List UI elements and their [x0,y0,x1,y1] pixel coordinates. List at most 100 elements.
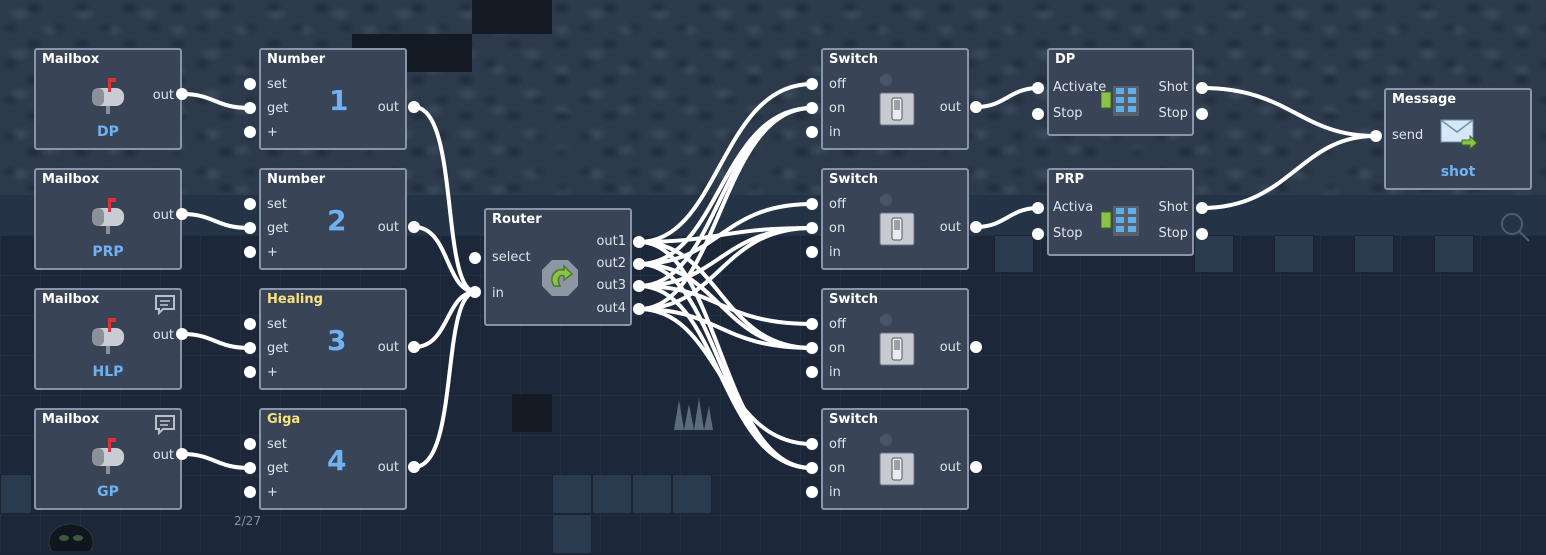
number-plus-port[interactable] [244,486,256,498]
router-select-port[interactable] [469,252,481,264]
number-out-port[interactable] [408,461,420,473]
message-send-port[interactable] [1370,130,1382,142]
number-set-port[interactable] [244,438,256,450]
move-shot-port[interactable] [1196,82,1208,94]
node-title: Mailbox [42,52,100,67]
floor-tile [672,474,712,514]
switch-in-port[interactable] [806,126,818,138]
node-title: Switch [829,172,879,187]
message-node[interactable]: Message send shot [1384,88,1532,190]
port-label-stop: Stop [1053,106,1083,121]
toggle-switch-icon[interactable] [879,212,915,250]
switch-out-port[interactable] [970,461,982,473]
number-set-port[interactable] [244,318,256,330]
move-stop-port[interactable] [1032,228,1044,240]
router-out2-port[interactable] [633,258,645,270]
floor-tile [0,474,32,514]
switch-in-port[interactable] [806,486,818,498]
router-out3-port[interactable] [633,280,645,292]
number-get-port[interactable] [244,102,256,114]
move-stop-port[interactable] [1032,108,1044,120]
number-get-port[interactable] [244,462,256,474]
move-node-prp[interactable]: PRP Activa Stop Shot Stop [1047,168,1194,256]
toggle-switch-icon[interactable] [879,332,915,370]
mailbox-out-port[interactable] [176,88,188,100]
switch-off-port[interactable] [806,438,818,450]
switch-node-1[interactable]: Switch off on in out [821,48,969,150]
router-node[interactable]: Router select in out1 out2 out3 out4 [484,208,632,326]
switch-node-4[interactable]: Switch off on in out [821,408,969,510]
switch-off-port[interactable] [806,78,818,90]
number-out-port[interactable] [408,221,420,233]
move-activate-port[interactable] [1032,82,1044,94]
switch-node-2[interactable]: Switch off on in out [821,168,969,270]
switch-on-port[interactable] [806,102,818,114]
mailbox-icon [88,318,128,358]
creature-icon [46,518,96,555]
move-activate-port[interactable] [1032,202,1044,214]
toggle-switch-icon[interactable] [879,452,915,490]
switch-node-3[interactable]: Switch off on in out [821,288,969,390]
number-get-port[interactable] [244,342,256,354]
switch-out-port[interactable] [970,341,982,353]
port-label-get: get [267,101,289,116]
port-label-send: send [1392,128,1424,143]
number-node-2[interactable]: Number set get + 2 out [259,168,407,270]
switch-in-port[interactable] [806,246,818,258]
chat-bubble-icon[interactable] [154,294,176,316]
floor-tile [1354,235,1394,273]
switch-on-port[interactable] [806,222,818,234]
port-label-off: off [829,77,846,92]
toggle-switch-icon[interactable] [879,92,915,130]
move-stop-out-port[interactable] [1196,108,1208,120]
number-out-port[interactable] [408,341,420,353]
number-node-1[interactable]: Number set get + 1 out [259,48,407,150]
port-label-plus: + [267,365,278,380]
move-shot-port[interactable] [1196,202,1208,214]
magnifier-icon [1498,210,1532,248]
mailbox-out-port[interactable] [176,328,188,340]
number-set-port[interactable] [244,198,256,210]
port-label-off: off [829,197,846,212]
number-set-port[interactable] [244,78,256,90]
port-label-plus: + [267,125,278,140]
switch-on-port[interactable] [806,342,818,354]
router-in-port[interactable] [469,286,481,298]
node-title: Router [492,212,542,227]
number-plus-port[interactable] [244,126,256,138]
number-node-giga[interactable]: Giga set get + 4 out [259,408,407,510]
chat-bubble-icon[interactable] [154,414,176,436]
switch-out-port[interactable] [970,101,982,113]
number-out-port[interactable] [408,101,420,113]
move-stop-out-port[interactable] [1196,228,1208,240]
floor-tile [632,474,672,514]
port-label-set: set [267,317,287,332]
router-out4-port[interactable] [633,303,645,315]
switch-out-port[interactable] [970,221,982,233]
switch-in-port[interactable] [806,366,818,378]
port-label-out: out [377,340,399,355]
spikes-icon [672,396,714,436]
router-out1-port[interactable] [633,236,645,248]
node-title: Number [267,52,326,67]
node-title: Switch [829,292,879,307]
mailbox-node-prp[interactable]: Mailbox out PRP [34,168,182,270]
move-node-dp[interactable]: DP Activate Stop Shot Stop [1047,48,1194,136]
mailbox-node-hlp[interactable]: Mailbox out HLP [34,288,182,390]
mailbox-out-port[interactable] [176,208,188,220]
number-plus-port[interactable] [244,366,256,378]
switch-off-port[interactable] [806,198,818,210]
switch-on-port[interactable] [806,462,818,474]
node-title: Switch [829,412,879,427]
port-label-stop-out: Stop [1158,226,1188,241]
floor-tile [552,514,592,554]
port-label-out: out [939,220,961,235]
status-light-icon [879,72,893,91]
number-plus-port[interactable] [244,246,256,258]
number-node-healing[interactable]: Healing set get + 3 out [259,288,407,390]
number-get-port[interactable] [244,222,256,234]
mailbox-node-dp[interactable]: Mailbox out DP [34,48,182,150]
mailbox-node-gp[interactable]: Mailbox out GP [34,408,182,510]
switch-off-port[interactable] [806,318,818,330]
mailbox-out-port[interactable] [176,448,188,460]
